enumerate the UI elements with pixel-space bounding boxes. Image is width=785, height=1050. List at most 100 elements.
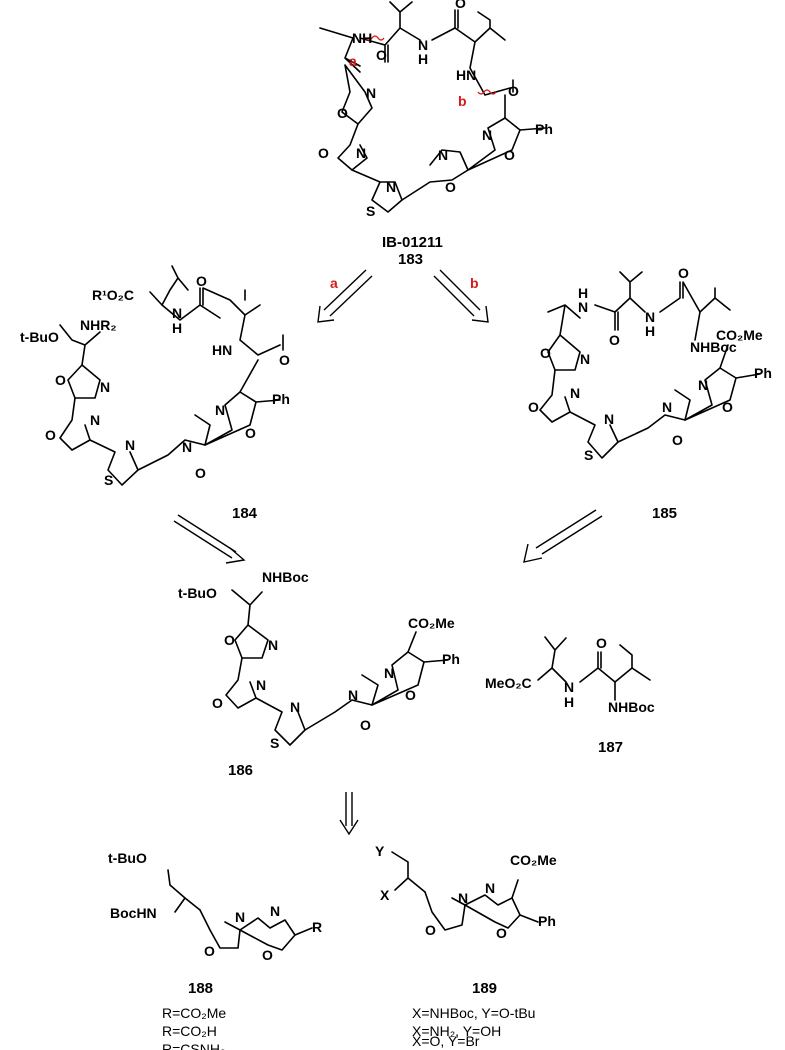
retro-arrow-down [339,792,359,836]
atom-O: O [55,372,66,388]
atom-O: O [337,105,348,121]
atom-R1O2C: R¹O₂C [92,287,134,303]
atom-N: N [348,687,358,703]
atom-N: N [270,903,280,919]
compound-186-number: 186 [228,762,253,779]
atom-Y: Y [375,843,385,859]
atom-X: X [380,887,390,903]
structure-189: Y X O N N O CO₂Me Ph 189 X=NHBoc, Y=O-tB… [375,843,557,1049]
structure-186: t-BuO NHBoc O N O N N S N O N O CO₂Me Ph… [178,569,460,779]
atom-H: H [564,694,574,710]
atom-O: O [672,432,683,448]
atom-N: N [100,379,110,395]
atom-N: N [662,399,672,415]
atom-O: O [360,717,371,733]
atom-S: S [104,472,113,488]
atom-O: O [279,352,290,368]
atom-NHBoc: NHBoc [262,569,309,585]
atom-Ph: Ph [538,913,556,929]
arrow-a-label: a [330,275,338,291]
retro-arrow-b: b [433,269,489,323]
atom-O: O [528,399,539,415]
atom-O: O [425,922,436,938]
atom-N: N [235,909,245,925]
atom-O: O [45,427,56,443]
atom-NH: NH [352,30,372,46]
disconnection-a-label: a [349,53,357,69]
atom-N: N [564,679,574,695]
atom-H: H [418,51,428,67]
atom-CO2Me: CO₂Me [510,852,557,868]
atom-R: R [312,919,322,935]
atom-N: N [418,37,428,53]
atom-S: S [366,203,375,219]
compound-187-number: 187 [598,739,623,756]
atom-O: O [405,687,416,703]
atom-O: O [262,947,273,963]
atom-tBuO: t-BuO [108,850,147,866]
atom-S: S [584,447,593,463]
atom-Ph: Ph [272,391,290,407]
atom-O: O [455,0,466,11]
structure-183: NH O N H O HN O N O Ph N O N O N S N O a… [318,0,553,268]
compound-183-name: IB-01211 [382,234,443,251]
atom-O: O [445,179,456,195]
atom-MeO2C: MeO₂C [485,675,532,691]
atom-N: N [386,179,396,195]
atom-N: N [578,299,588,315]
atom-O: O [195,465,206,481]
atom-Ph: Ph [754,365,772,381]
atom-O: O [224,632,235,648]
atom-N: N [366,85,376,101]
substituent-189-1: X=NHBoc, Y=O-tBu [412,1005,535,1021]
structure-185: N H O N H O NHBoc CO₂Me O N O N N S N O … [528,265,772,522]
atom-N: N [698,377,708,393]
atom-N: N [384,665,394,681]
disconnection-b-label: b [458,93,467,109]
substituent-188-3: R=CSNH₂ [162,1041,225,1050]
atom-HN: HN [212,342,232,358]
atom-N: N [182,439,192,455]
atom-O: O [318,145,329,161]
atom-O: O [245,425,256,441]
substituent-189-2: X=NH₂, Y=OH [412,1023,501,1039]
structure-184: R¹O₂C N H O HN O t-BuO NHR₂ O N O N N S … [20,265,290,522]
compound-188-number: 188 [188,980,213,997]
retro-arrow-a: a [317,269,373,323]
atom-N: N [458,890,468,906]
substituent-188-2: R=CO₂H [162,1023,217,1039]
substituent-189-3: X=O, Y=Br [412,1033,480,1049]
atom-BocHN: BocHN [110,905,157,921]
atom-N: N [125,437,135,453]
atom-N: N [290,699,300,715]
atom-O: O [212,695,223,711]
atom-O: O [196,273,207,289]
atom-O: O [609,332,620,348]
atom-tBuO: t-BuO [20,329,59,345]
atom-N: N [485,880,495,896]
atom-O: O [504,147,515,163]
atom-N: N [580,351,590,367]
atom-Ph: Ph [535,121,553,137]
atom-H: H [645,323,655,339]
atom-O: O [496,925,507,941]
atom-Ph: Ph [442,651,460,667]
atom-O: O [678,265,689,281]
atom-N: N [482,127,492,143]
atom-O: O [596,635,607,651]
structure-188: t-BuO BocHN O N N O R 188 R=CO₂Me R=CO₂H… [108,850,322,1050]
atom-O: O [204,943,215,959]
arrow-b-label: b [470,275,479,291]
atom-N: N [268,637,278,653]
atom-NHBoc: NHBoc [690,339,737,355]
atom-H: H [578,285,588,301]
atom-N: N [356,145,366,161]
atom-NHR2: NHR₂ [80,317,117,333]
substituent-188-1: R=CO₂Me [162,1005,226,1021]
atom-CO2Me: CO₂Me [408,615,455,631]
atom-N: N [645,309,655,325]
atom-N: N [604,411,614,427]
atom-N: N [570,385,580,401]
compound-189-number: 189 [472,980,497,997]
